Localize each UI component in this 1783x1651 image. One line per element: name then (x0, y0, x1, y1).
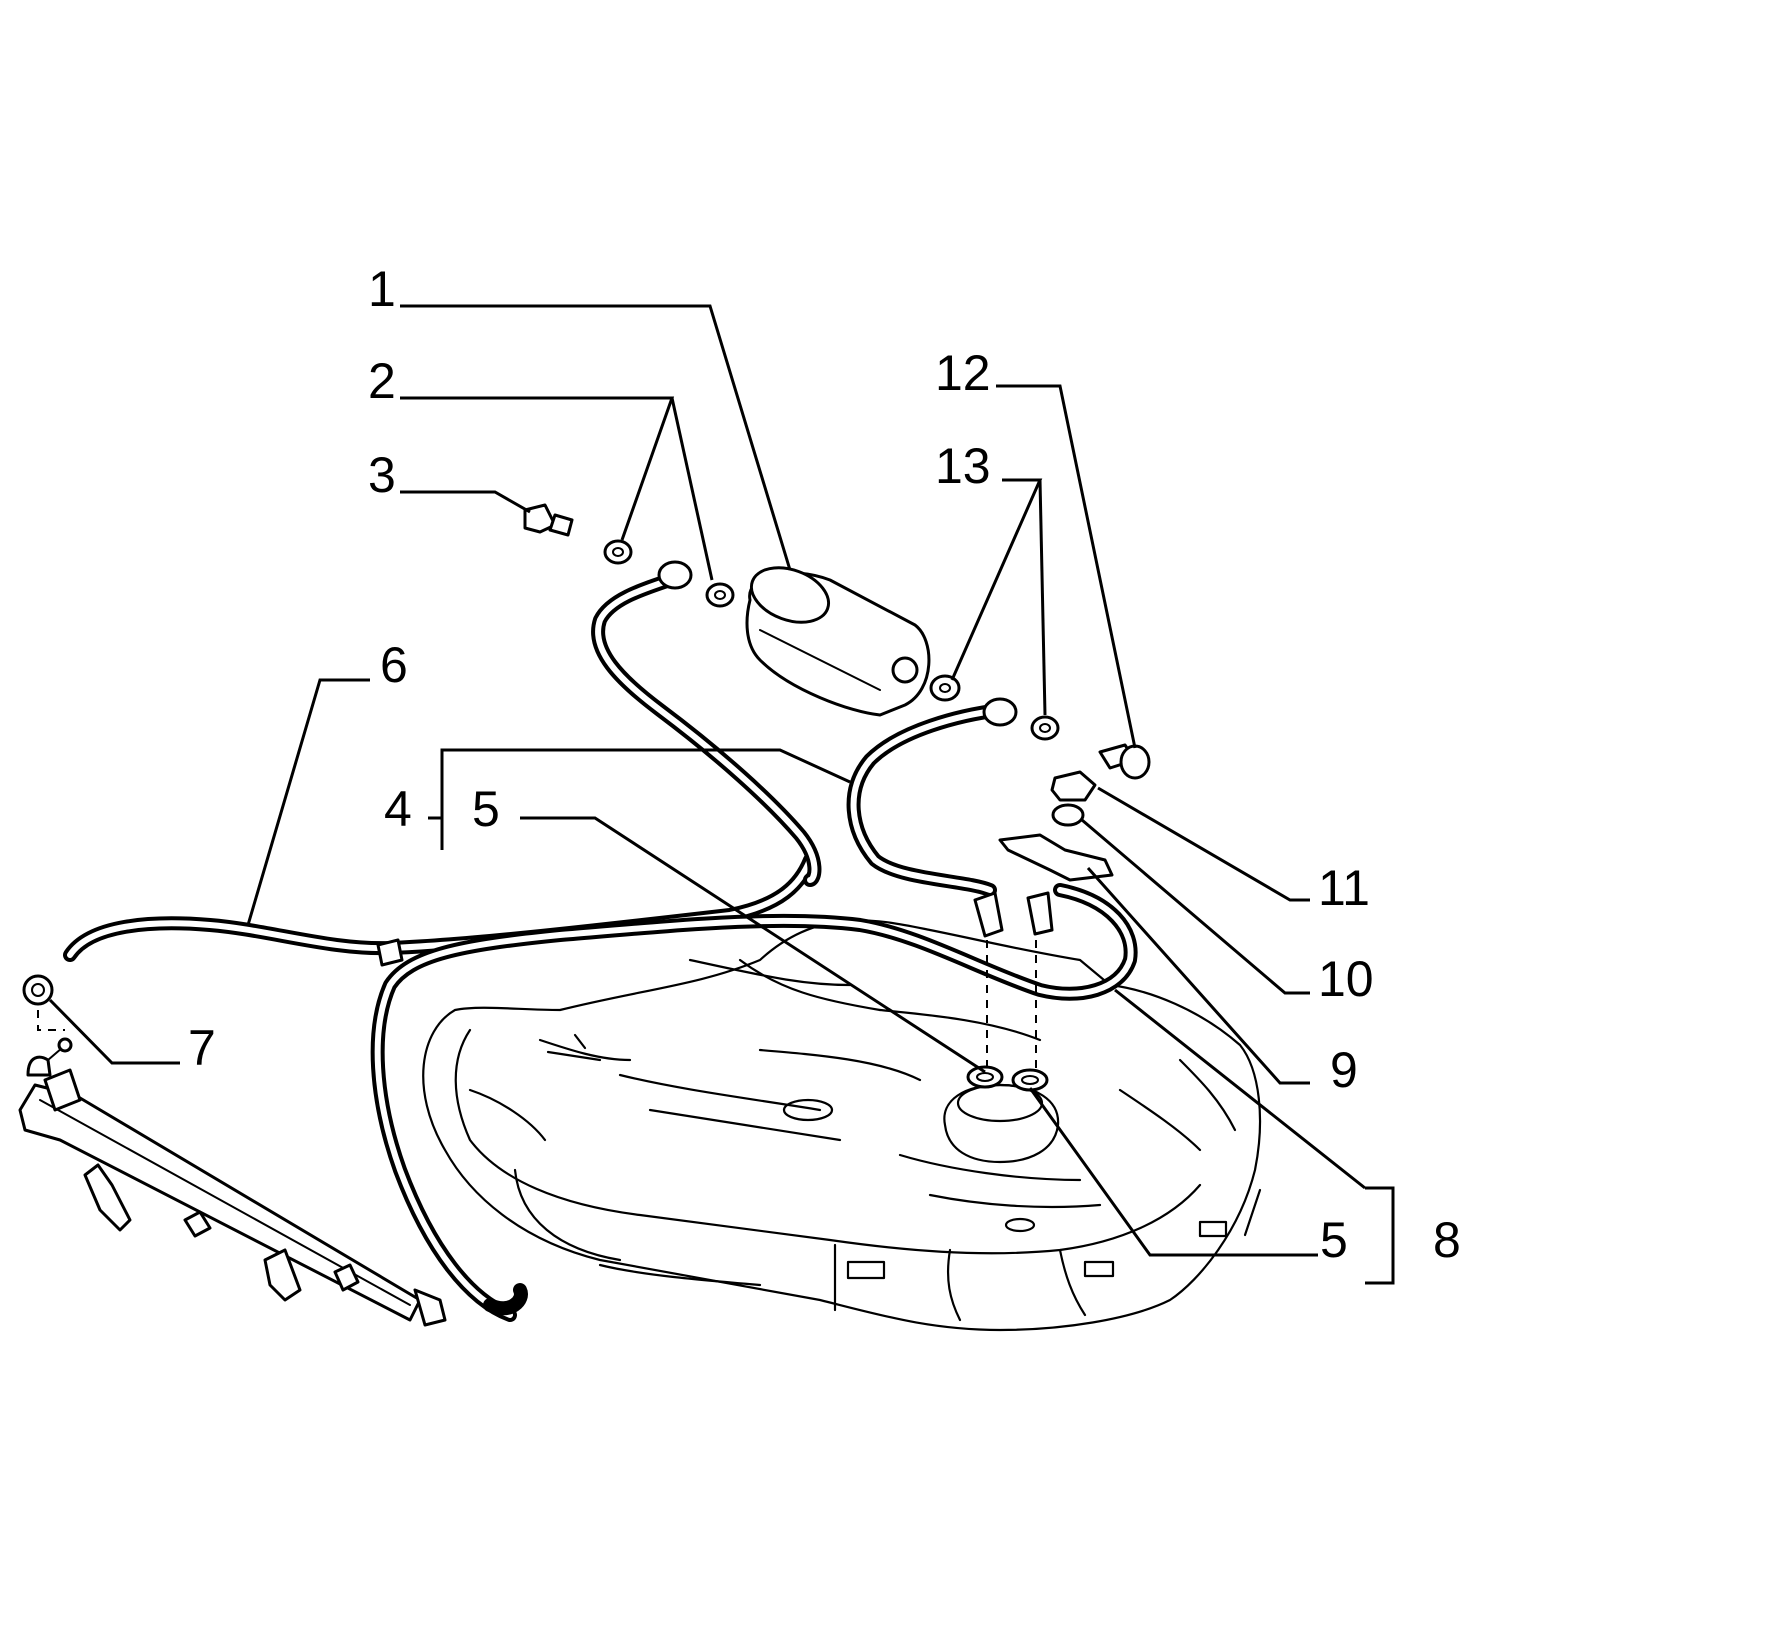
fuel-rail (18, 1037, 447, 1327)
callout-12: 12 (935, 345, 991, 401)
callout-10: 10 (1318, 951, 1374, 1007)
callout-labels: 1 2 3 4 5 5 6 7 8 9 10 11 12 13 (188, 261, 1461, 1268)
callout-1: 1 (368, 261, 396, 317)
callout-5-lower: 5 (1320, 1212, 1348, 1268)
callout-4: 4 (384, 781, 412, 837)
fuel-hoses (63, 560, 1138, 1322)
callout-11: 11 (1318, 860, 1370, 916)
callout-7: 7 (188, 1020, 216, 1076)
callout-9: 9 (1330, 1042, 1358, 1098)
callout-13: 13 (935, 438, 991, 494)
callout-6: 6 (380, 637, 408, 693)
filter-and-fittings (22, 503, 1151, 1092)
callout-3: 3 (368, 447, 396, 503)
leader-lines (48, 304, 1395, 1285)
fuel-tank (422, 919, 1262, 1332)
callout-2: 2 (368, 353, 396, 409)
callout-5-upper: 5 (472, 781, 500, 837)
callout-8: 8 (1433, 1212, 1461, 1268)
